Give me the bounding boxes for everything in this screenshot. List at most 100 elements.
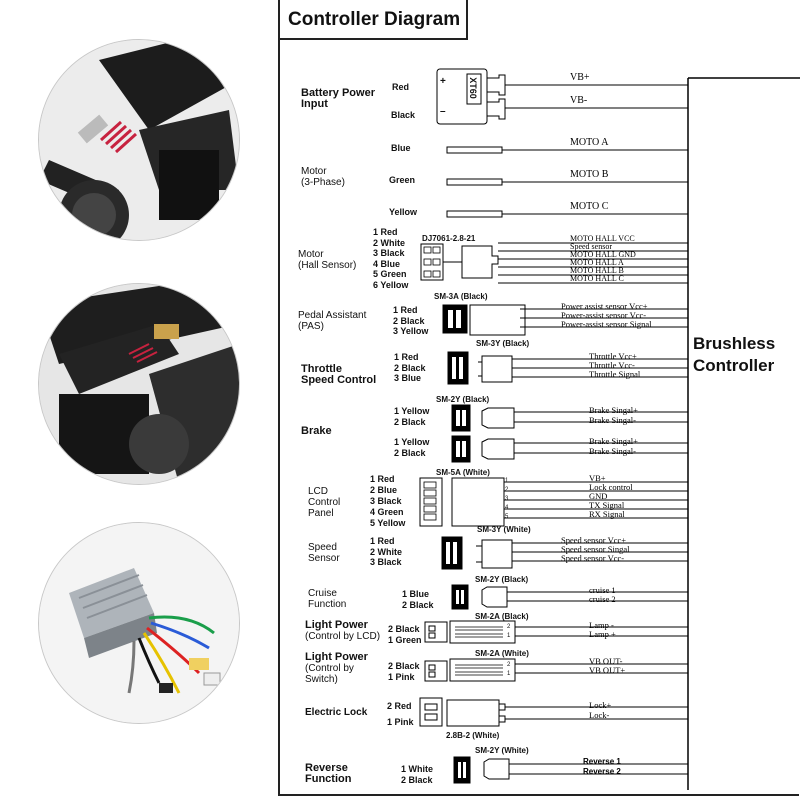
brake-signal: Brake Singal-	[589, 446, 636, 456]
cruise-signal: cruise 2	[589, 594, 616, 604]
cruise-wire: 2 Black	[402, 599, 434, 610]
speed-wire: 1 Red	[370, 536, 395, 546]
diagram-title: Controller Diagram	[288, 9, 461, 30]
lcd-signals: VB+ Lock control GND TX Signal RX Signal	[589, 474, 633, 519]
cruise-signal: cruise 1	[589, 585, 616, 595]
lcd-pin: 1	[505, 478, 509, 484]
ebike-frame-shock-photo	[38, 283, 240, 485]
signal-moto-a: MOTO A	[570, 137, 609, 148]
brushless-word: Brushless	[693, 334, 776, 353]
pas-signals: Power assist sensor Vcc+ Power-assist se…	[561, 302, 652, 329]
speed-sensor-label: Speed Sensor	[308, 542, 340, 564]
brake-wire: 2 Black	[394, 416, 426, 427]
hall-label: Motor (Hall Sensor)	[298, 249, 356, 271]
brake-wire: 1 Yellow	[394, 406, 430, 416]
reverse-wire: 1 White	[401, 764, 434, 774]
brake-wires-1: 1 Yellow 2 Black	[394, 406, 429, 427]
light-switch-signal: VB OUT+	[589, 665, 626, 675]
pas-signal: Power assist sensor Vcc+	[561, 301, 648, 311]
light-lcd-wire: 1 Green	[388, 634, 422, 645]
lcd-signal: Lock control	[589, 482, 633, 492]
hall-label-line: Motor	[298, 249, 324, 260]
lcd-signal: VB+	[589, 473, 606, 483]
throttle-signal: Throttle Vcc+	[589, 351, 637, 361]
lcd-signal: GND	[589, 491, 608, 501]
light-lcd-signal: Lamp -	[589, 620, 614, 630]
pas-signal: Power-assist sensor Signal	[561, 319, 652, 329]
pas-label-line: Pedal Assistant	[298, 310, 367, 321]
brake-label: Brake	[301, 425, 332, 437]
pas-label-line: (PAS)	[298, 321, 324, 332]
light-lcd-wires: 2 Black 1 Green	[388, 624, 422, 645]
speed-wires: 1 Red 2 White 3 Black	[370, 536, 402, 568]
speed-signal: Speed sensor Vcc-	[561, 553, 625, 563]
brake-signals-2: Brake Singal+ Brake Singal-	[589, 436, 638, 456]
lcd-wire: 1 Red	[370, 474, 395, 484]
light-lcd-label-line: Light Power	[305, 619, 368, 631]
hall-signal: Speed sensor	[570, 242, 612, 252]
battery-label-line: Battery Power	[301, 87, 375, 99]
battery-label: Battery Power Input	[301, 88, 375, 110]
cruise-label-line: Cruise	[308, 588, 337, 599]
hall-signal: MOTO HALL C	[570, 274, 624, 284]
light-lcd-pins: 2 1	[507, 623, 510, 641]
pas-wire: 3 Yellow	[393, 326, 429, 337]
reverse-signal: Reverse 2	[583, 767, 621, 776]
hall-wire: 3 Black	[373, 248, 405, 259]
lock-wire: 1 Pink	[387, 717, 414, 727]
lcd-pin: 3	[505, 496, 509, 502]
lcd-label: LCD Control Panel	[308, 486, 340, 519]
battery-wire-black: Black	[391, 110, 416, 120]
pas-wires: 1 Red 2 Black 3 Yellow	[393, 305, 428, 337]
motor-wire-blue: Blue	[391, 143, 411, 153]
reverse-label: Reverse Function	[305, 763, 351, 785]
brake-wire: 2 Black	[394, 447, 426, 458]
speed-signal: Speed sensor Vcc+	[561, 535, 627, 545]
signal-vb-plus: VB+	[570, 72, 590, 83]
battery-minus: –	[440, 106, 446, 117]
throttle-wire: 1 Red	[394, 352, 419, 362]
throttle-label-line: Speed Control	[301, 374, 377, 386]
light-switch-label: Light Power (Control by Switch)	[305, 651, 368, 686]
speed-sensor-label-line: Speed	[308, 542, 337, 553]
signal-vb-minus: VB-	[570, 95, 588, 106]
motor-wire-yellow: Yellow	[389, 207, 418, 217]
lock-signals: Lock+ Lock-	[589, 700, 611, 720]
lock-signal: Lock+	[589, 700, 612, 710]
speed-signals: Speed sensor Vcc+ Speed sensor Singal Sp…	[561, 536, 629, 563]
lcd-signal: RX Signal	[589, 509, 625, 519]
reverse-label-line: Reverse	[305, 762, 348, 774]
light-switch-connector-label: SM-2A (White)	[475, 649, 529, 658]
light-switch-label-line: Switch)	[305, 674, 338, 685]
throttle-wire: 3 Blue	[394, 373, 422, 384]
light-switch-pin: 2	[507, 662, 511, 668]
lcd-pin-numbers: 1 2 3 4 5	[505, 477, 508, 522]
light-lcd-connector-label: SM-2A (Black)	[475, 612, 529, 621]
controller-unit-photo	[38, 522, 240, 724]
battery-plus: +	[440, 76, 446, 87]
brake-wire: 1 Yellow	[394, 437, 430, 447]
lcd-pin: 2	[505, 487, 509, 493]
diagram-frame	[278, 0, 799, 796]
throttle-connector-label: SM-3Y (Black)	[476, 339, 530, 348]
light-lcd-signals: Lamp - Lamp +	[589, 621, 616, 639]
controller-word: Controller	[693, 356, 775, 375]
light-switch-signal: VB OUT-	[589, 656, 623, 666]
pas-signal: Power-assist sensor Vcc-	[561, 310, 647, 320]
lcd-label-line: Panel	[308, 508, 334, 519]
signal-moto-b: MOTO B	[570, 169, 609, 180]
brake-signal: Brake Singal-	[589, 415, 636, 425]
cruise-wire: 1 Blue	[402, 589, 430, 599]
lcd-label-line: LCD	[308, 486, 329, 497]
light-lcd-signal: Lamp +	[589, 629, 616, 639]
lcd-label-line: Control	[308, 497, 341, 508]
brushless-controller-label: Brushless Controller	[693, 333, 775, 377]
speed-wire: 2 White	[370, 546, 403, 557]
battery-label-line: Input	[301, 98, 328, 110]
light-switch-label-line: Light Power	[305, 651, 368, 663]
lcd-wires: 1 Red 2 Blue 3 Black 4 Green 5 Yellow	[370, 474, 405, 529]
reverse-wire: 2 Black	[401, 774, 433, 785]
lcd-wire: 4 Green	[370, 507, 404, 518]
speed-signal: Speed sensor Singal	[561, 544, 630, 554]
